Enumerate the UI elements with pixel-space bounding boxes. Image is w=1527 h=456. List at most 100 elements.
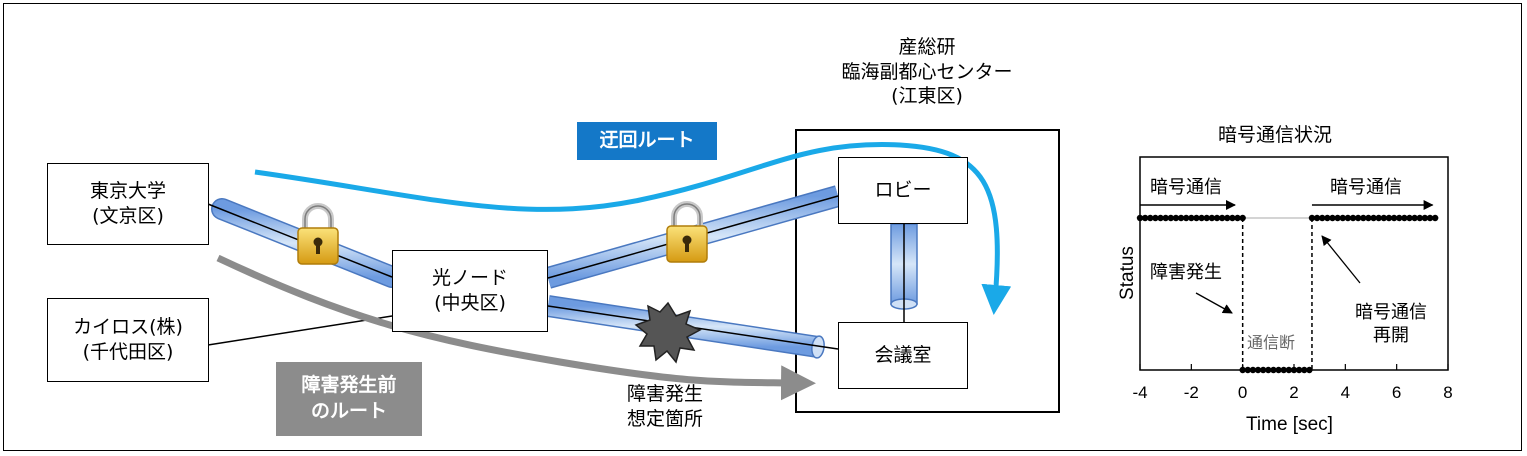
annotation-comm-right: 暗号通信	[1330, 177, 1402, 198]
fault-burst-icon	[634, 301, 702, 364]
data-point	[1334, 214, 1341, 222]
detour-route-tag: 迂回ルート	[577, 122, 717, 160]
data-point	[1370, 214, 1377, 222]
data-point	[1213, 214, 1221, 222]
fiber-lobby-meeting	[890, 223, 918, 322]
y-axis-label: Status	[1117, 246, 1138, 300]
route-before-fault	[216, 254, 816, 401]
data-point	[1188, 214, 1195, 222]
annotation-cut: 通信断	[1247, 333, 1296, 352]
figure-frame	[3, 3, 1522, 451]
data-point	[1136, 214, 1144, 222]
data-point	[1401, 214, 1408, 222]
x-tick-label: 0	[1237, 383, 1248, 402]
optical-node-name: 光ノード	[431, 267, 508, 290]
line-kairos-node	[207, 315, 393, 346]
data-point	[1275, 366, 1282, 374]
data-point	[1365, 214, 1372, 222]
site-kairos-name: カイロス(株)	[73, 316, 183, 339]
data-point	[1349, 214, 1357, 222]
data-point	[1324, 214, 1331, 222]
data-point	[1193, 214, 1200, 222]
annotation-resume-line2: 再開	[1373, 324, 1409, 346]
center-title-line2: 臨海副都心センター	[841, 60, 1013, 83]
data-point	[1306, 366, 1313, 374]
x-tick-label: 6	[1391, 383, 1402, 402]
fault-location-label: 障害発生 想定箇所	[605, 382, 725, 431]
fault-location-line2: 想定箇所	[626, 407, 703, 430]
annotation-resume-line1: 暗号通信	[1355, 302, 1427, 323]
data-point	[1152, 214, 1159, 222]
data-point	[1406, 214, 1413, 222]
data-point	[1244, 366, 1252, 374]
data-point	[1313, 214, 1321, 222]
data-point	[1385, 214, 1393, 222]
before-fault-route-tag: 障害発生前 のルート	[276, 362, 422, 436]
optical-node-ward: (中央区)	[434, 292, 506, 314]
data-point	[1285, 366, 1293, 374]
data-point	[1177, 214, 1185, 222]
center-title: 産総研 臨海副都心センター (江東区)	[814, 35, 1040, 109]
data-point	[1344, 214, 1352, 222]
site-todai-name: 東京大学	[89, 180, 166, 203]
data-point	[1141, 214, 1149, 222]
fault-pointer-arrow	[1195, 292, 1233, 314]
data-point	[1260, 366, 1267, 374]
data-point	[1229, 214, 1236, 222]
site-todai-ward: (文京区)	[92, 205, 164, 227]
data-point	[1172, 214, 1180, 222]
data-point	[1208, 214, 1216, 222]
data-point	[1270, 366, 1277, 374]
site-todai: 東京大学 (文京区)	[47, 163, 209, 245]
optical-node: 光ノード (中央区)	[392, 250, 548, 332]
room-lobby-label: ロビー	[874, 179, 932, 202]
center-title-line1: 産総研	[898, 36, 956, 58]
fault-location-line1: 障害発生	[626, 383, 703, 405]
data-point	[1308, 214, 1316, 222]
x-tick-label: 4	[1340, 383, 1351, 402]
room-lobby: ロビー	[838, 157, 968, 224]
lock-icon	[297, 203, 339, 265]
data-point	[1354, 214, 1362, 222]
data-point	[1380, 214, 1388, 222]
data-point	[1167, 214, 1175, 222]
annotation-comm-left: 暗号通信	[1150, 177, 1222, 198]
data-point	[1249, 366, 1257, 374]
data-point	[1396, 214, 1403, 222]
x-tick-label: -2	[1183, 383, 1199, 402]
data-point	[1411, 214, 1418, 222]
data-point	[1431, 214, 1439, 222]
chart-title: 暗号通信状況	[1217, 124, 1332, 146]
before-fault-route-line1: 障害発生前	[301, 374, 397, 397]
data-point	[1301, 366, 1308, 374]
site-kairos: カイロス(株) (千代田区)	[47, 298, 209, 382]
detour-route-label: 迂回ルート	[599, 129, 695, 152]
annotation-resume: 暗号通信 再開	[1355, 302, 1427, 347]
data-point	[1390, 214, 1398, 222]
data-point	[1203, 214, 1210, 222]
annotation-fault: 障害発生	[1150, 262, 1222, 283]
site-kairos-ward: (千代田区)	[82, 341, 174, 363]
data-point	[1254, 366, 1262, 374]
data-point	[1295, 366, 1303, 374]
data-point	[1329, 214, 1336, 222]
data-point	[1198, 214, 1205, 222]
data-point	[1224, 214, 1231, 222]
data-point	[1218, 214, 1226, 222]
route-detour	[254, 142, 1012, 315]
data-point	[1280, 366, 1287, 374]
data-point	[1426, 214, 1434, 222]
data-point	[1183, 214, 1190, 222]
data-point	[1416, 214, 1423, 222]
x-axis-label: Time [sec]	[1246, 414, 1333, 435]
data-point	[1162, 214, 1169, 222]
lock-icon	[666, 201, 708, 263]
room-meeting: 会議室	[838, 322, 968, 389]
data-point	[1147, 214, 1154, 222]
chart-plot-area	[1139, 156, 1449, 371]
x-tick-label: -4	[1132, 383, 1148, 402]
data-point	[1319, 214, 1326, 222]
resume-pointer-arrow	[1321, 235, 1361, 284]
x-tick-label: 2	[1289, 383, 1299, 402]
